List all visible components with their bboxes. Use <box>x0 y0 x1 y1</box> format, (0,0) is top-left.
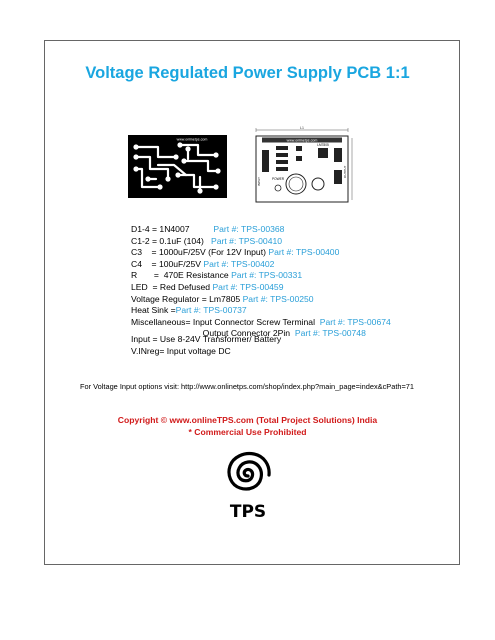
copyright-line: Copyright © www.onlineTPS.com (Total Pro… <box>117 415 378 425</box>
part-number: Part #: TPS-00410 <box>211 235 283 246</box>
page-border <box>44 40 460 565</box>
note-line: Input = Use 8-24V Transformer/ Battery <box>131 334 282 344</box>
component-layout: L1 www.onlinetps.com LM7805 POWER INPUT … <box>248 126 358 206</box>
part-number: Part #: TPS-00250 <box>242 293 314 304</box>
visit-link-text[interactable]: For Voltage Input options visit: http://… <box>80 382 415 391</box>
spiral-icon <box>227 451 271 491</box>
regulator-label: LM7805 <box>317 143 329 147</box>
parts-row: C3 = 1000uF/25V (For 12V Input) Part #: … <box>131 247 340 258</box>
led-label: POWER <box>272 177 285 181</box>
parts-row: Voltage Regulator = Lm7805 Part #: TPS-0… <box>131 293 314 304</box>
part-number: Part #: TPS-00737 <box>175 305 247 316</box>
pcb-site-text: www.onlinetps.com <box>177 138 208 142</box>
part-number: Part #: TPS-00402 <box>203 258 275 269</box>
note-line: V.INreg= Input voltage DC <box>131 345 231 356</box>
logo-text: TPS <box>230 502 266 522</box>
parts-row: Miscellaneous= Input Connector Screw Ter… <box>131 316 391 327</box>
parts-row: Output Connector 2Pin Part #: TPS-00748 <box>131 328 366 339</box>
page-title: Voltage Regulated Power Supply PCB 1:1 <box>85 64 410 82</box>
input-label: INPUT <box>257 177 261 186</box>
commercial-use-line: * Commercial Use Prohibited <box>188 427 307 437</box>
part-number: Part #: TPS-00674 <box>319 316 391 327</box>
dim-label: L1 <box>300 126 304 130</box>
parts-row: D1-4 = 1N4007 Part #: TPS-00368 <box>131 224 285 234</box>
parts-row: C1-2 = 0.1uF (104) Part #: TPS-00410 <box>131 235 283 246</box>
parts-row: Heat Sink =Part #: TPS-00737 <box>131 305 247 316</box>
part-number: Part #: TPS-00459 <box>212 281 284 292</box>
part-number: Part #: TPS-00331 <box>231 270 303 281</box>
parts-list: D1-4 = 1N4007 Part #: TPS-00368 C1-2 = 0… <box>131 224 391 340</box>
input-notes: Input = Use 8-24V Transformer/ Battery V… <box>131 334 281 358</box>
part-number: Part #: TPS-00748 <box>294 328 366 339</box>
parts-row: R = 470E Resistance Part #: TPS-00331 <box>131 270 303 281</box>
parts-row: LED = Red Defused Part #: TPS-00459 <box>131 281 284 292</box>
copyright-notice: Copyright © www.onlineTPS.com (Total Pro… <box>0 414 495 438</box>
layout-site-text: www.onlinetps.com <box>287 138 318 142</box>
part-number: Part #: TPS-00368 <box>213 224 285 234</box>
tps-logo: TPS <box>222 450 274 522</box>
pcb-artwork: www.onlinetps.com <box>128 135 227 198</box>
output-label: OUTPUT <box>343 166 347 179</box>
parts-row: C4 = 100uF/25V Part #: TPS-00402 <box>131 258 275 269</box>
part-number: Part #: TPS-00400 <box>268 247 340 258</box>
